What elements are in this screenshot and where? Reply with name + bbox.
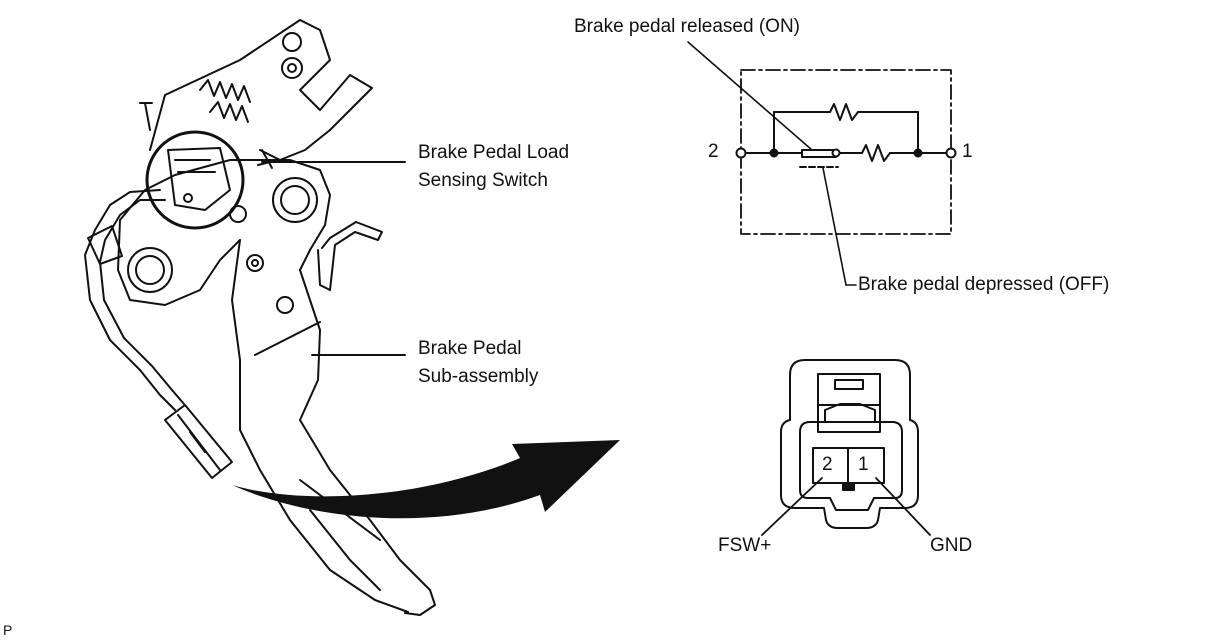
depressed-leader — [822, 167, 847, 286]
load-switch-label-line2: Sensing Switch — [418, 170, 548, 191]
sub-assembly-label-line2: Sub-assembly — [418, 366, 539, 387]
switch-housing-dashed-box — [740, 69, 952, 235]
contact-circle — [831, 148, 841, 158]
sub-assembly-label-line1: Brake Pedal — [418, 338, 522, 359]
terminal-2-circle — [735, 147, 747, 159]
switch-schematic — [687, 41, 952, 286]
gnd-leader — [875, 477, 931, 536]
node-dot-right — [913, 148, 923, 158]
gnd-label: GND — [930, 535, 973, 556]
load-switch-label-line1: Brake Pedal Load — [418, 142, 570, 163]
node-dot-left — [769, 148, 779, 158]
brake-pedal-illustration — [84, 19, 436, 616]
connector-outer-body — [780, 359, 919, 529]
terminal-1-circle — [945, 147, 957, 159]
connector-pin-2-label: 2 — [822, 454, 833, 475]
connector-pin-1-label: 1 — [858, 454, 869, 475]
curved-arrow — [232, 440, 620, 519]
connector-front-view — [780, 359, 919, 529]
released-leader — [687, 41, 813, 151]
terminal-1-label: 1 — [962, 141, 973, 162]
released-label: Brake pedal released (ON) — [574, 16, 800, 37]
fsw-label: FSW+ — [718, 535, 772, 556]
corner-mark: P — [3, 622, 13, 638]
terminal-2-label: 2 — [708, 141, 719, 162]
fsw-leader — [761, 477, 823, 536]
depressed-label: Brake pedal depressed (OFF) — [858, 274, 1110, 295]
